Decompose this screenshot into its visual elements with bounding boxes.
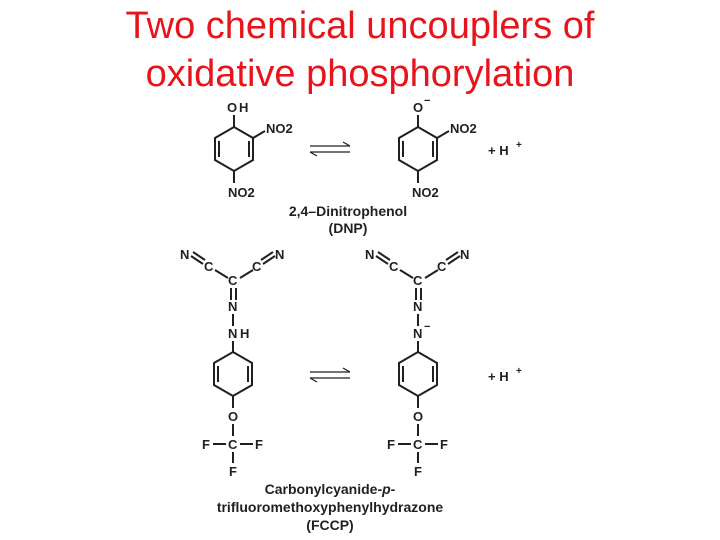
fccp-right-center-c: C (413, 273, 423, 288)
dnp-right-charge: − (424, 95, 430, 107)
fccp-left-nh-h: H (240, 326, 249, 341)
fccp-left-center-c: C (228, 273, 238, 288)
fccp-plus-h: + H (488, 369, 509, 384)
fccp-right-c1: C (389, 259, 399, 274)
dnp-right-no2-bottom: NO2 (412, 185, 439, 200)
dnp-right-molecule: O − NO2 NO2 (398, 95, 477, 200)
dnp-proton: + H + (488, 140, 522, 158)
fccp-caption-line-1: Carbonylcyanide-p- (265, 481, 396, 497)
fccp-right-n-anion: N (413, 326, 422, 341)
dnp-plus-h: + H (488, 143, 509, 158)
title-line-1: Two chemical uncouplers of (125, 5, 595, 47)
dnp-abbrev: (DNP) (329, 220, 368, 236)
fccp-left-f2: F (255, 437, 263, 452)
dnp-left-o: O (227, 100, 237, 115)
fccp-right-f1: F (387, 437, 395, 452)
fccp-left-cf3-c: C (228, 437, 238, 452)
fccp-proton: + H + (488, 366, 522, 384)
dnp-left-h: H (239, 100, 248, 115)
fccp-left-o: O (228, 409, 238, 424)
fccp-right-o: O (413, 409, 423, 424)
dnp-equilibrium-arrow (309, 141, 351, 157)
dnp-proton-charge: + (516, 140, 522, 151)
fccp-left-c1: C (204, 259, 214, 274)
fccp-proton-charge: + (516, 366, 522, 377)
fccp-left-molecule: N C C C N N N H O F C F F (180, 247, 284, 479)
fccp-right-n1: N (365, 247, 374, 262)
fccp-left-f3: F (229, 464, 237, 479)
slide-title: Two chemical uncouplers of oxidative pho… (0, 2, 720, 98)
fccp-caption-line-2: trifluoromethoxyphenylhydrazone (217, 499, 444, 515)
fccp-left-nh-n: N (228, 326, 237, 341)
fccp-left-n2: N (275, 247, 284, 262)
fccp-left-f1: F (202, 437, 210, 452)
fccp-right-imine-n: N (413, 299, 422, 314)
title-line-2: oxidative phosphorylation (145, 53, 575, 95)
fccp-left-imine-n: N (228, 299, 237, 314)
dnp-right-o: O (413, 100, 423, 115)
dnp-caption: 2,4–Dinitrophenol (289, 203, 407, 219)
fccp-right-n2: N (460, 247, 469, 262)
fccp-caption-main: Carbonylcyanide- (265, 481, 383, 497)
dnp-left-no2-bottom: NO2 (228, 185, 255, 200)
fccp-left-c2: C (252, 259, 262, 274)
fccp-right-f3: F (414, 464, 422, 479)
fccp-right-charge: − (424, 321, 430, 333)
fccp-right-c2: C (437, 259, 447, 274)
fccp-right-cf3-c: C (413, 437, 423, 452)
dnp-left-no2-side: NO2 (266, 121, 293, 136)
fccp-equilibrium-arrow (309, 367, 351, 383)
fccp-abbrev: (FCCP) (306, 517, 353, 533)
fccp-left-n1: N (180, 247, 189, 262)
fccp-caption-italic: p- (381, 481, 396, 497)
dnp-right-no2-side: NO2 (450, 121, 477, 136)
fccp-right-molecule: N C C C N N N − O F C F F (365, 247, 469, 479)
fccp-right-f2: F (440, 437, 448, 452)
dnp-left-molecule: O H NO2 NO2 (214, 100, 293, 200)
